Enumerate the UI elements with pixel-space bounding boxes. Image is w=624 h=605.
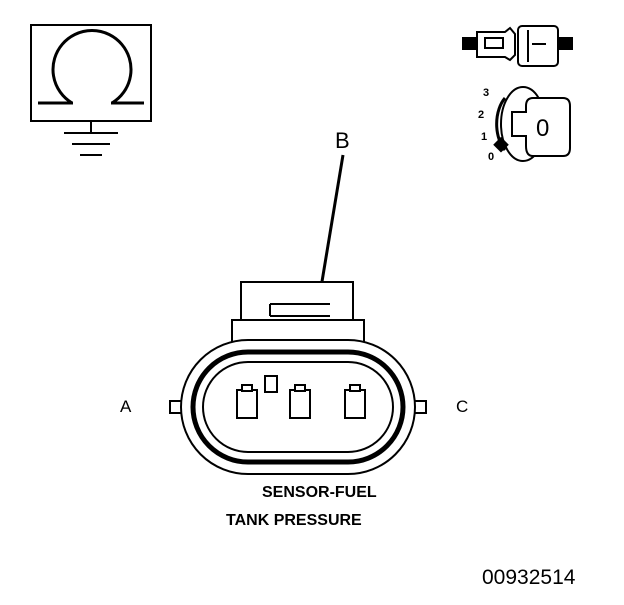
terminal-c [344,389,366,419]
pin-c-label: C [456,397,469,416]
key-position-3: 3 [483,87,490,99]
ignition-key-off-icon [493,86,571,162]
connector-disconnect-icon [462,25,573,67]
key-selected-position: 0 [536,115,550,142]
ohm-meter-symbol-icon [30,24,152,156]
terminal-b [289,389,311,419]
pin-a-label: A [120,397,132,416]
key-position-2: 2 [478,109,485,121]
key-position-1: 1 [481,131,488,143]
terminal-a [236,389,258,419]
connector-body [169,281,427,475]
caption-line-1: SENSOR-FUEL [262,484,377,501]
callout-b-label: B [335,128,350,153]
terminal-cavities [236,375,366,419]
figure-id: 00932514 [482,566,576,589]
key-position-0: 0 [488,151,495,163]
caption-line-2: TANK PRESSURE [226,512,362,529]
